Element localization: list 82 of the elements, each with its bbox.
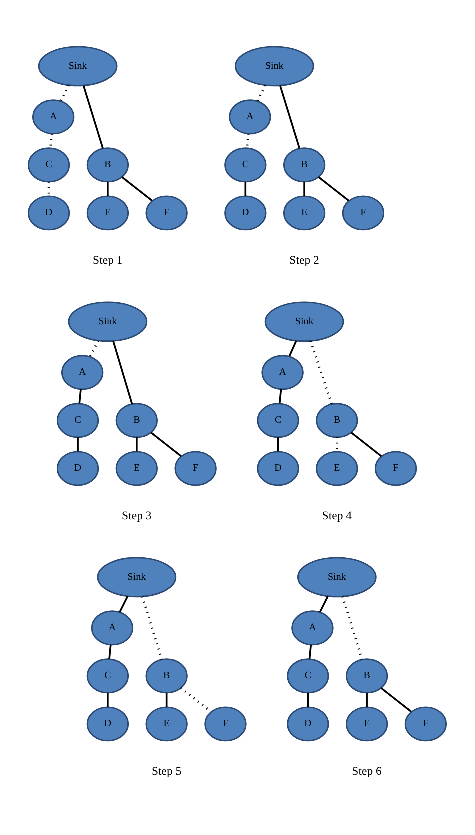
connector <box>60 85 70 102</box>
label: Step 2 <box>290 254 320 267</box>
node-ellipse: A <box>91 610 134 646</box>
connector <box>380 688 412 713</box>
connector <box>119 596 129 613</box>
node-ellipse: F <box>404 706 448 742</box>
node-ellipse: B <box>316 403 358 438</box>
connector <box>142 596 164 660</box>
connector <box>107 182 109 196</box>
node-ellipse: A <box>32 100 75 135</box>
node-ellipse: Sink <box>264 302 344 342</box>
connector <box>277 437 280 452</box>
connector <box>310 340 334 405</box>
connector <box>77 437 79 452</box>
node-ellipse: F <box>374 451 418 486</box>
node-ellipse: Sink <box>38 46 118 87</box>
connector <box>246 134 250 148</box>
node-ellipse: C <box>56 403 100 438</box>
connector <box>256 85 267 102</box>
node-ellipse: F <box>146 196 188 231</box>
node-ellipse: D <box>224 196 267 231</box>
connector <box>89 340 100 358</box>
node-ellipse: E <box>86 196 130 231</box>
node-ellipse: A <box>229 100 272 135</box>
connector <box>166 692 168 708</box>
node-ellipse: B <box>86 148 130 183</box>
node-ellipse: F <box>174 451 217 486</box>
connector <box>244 182 247 196</box>
node-ellipse: C <box>28 148 70 183</box>
label: Step 3 <box>122 509 152 522</box>
node-ellipse: D <box>28 196 70 231</box>
connector <box>122 176 153 202</box>
node-ellipse: D <box>257 451 300 486</box>
node-ellipse: F <box>342 196 385 231</box>
node-ellipse: D <box>287 706 330 742</box>
connector <box>112 341 134 404</box>
node-ellipse: E <box>283 196 326 231</box>
connector <box>288 340 298 357</box>
connector <box>107 692 109 708</box>
node-ellipse: D <box>56 451 100 486</box>
connector <box>82 86 104 150</box>
label: Step 1 <box>93 254 123 267</box>
node-ellipse: Sink <box>97 557 177 598</box>
connector <box>342 596 364 660</box>
node-ellipse: Sink <box>297 557 377 598</box>
node-ellipse: C <box>257 403 300 438</box>
connector <box>308 644 312 660</box>
node-ellipse: A <box>262 355 304 390</box>
connector <box>318 176 350 202</box>
connector <box>279 86 301 150</box>
node-ellipse: C <box>224 148 267 183</box>
label: Step 6 <box>352 764 382 778</box>
node-ellipse: Sink <box>234 46 314 87</box>
node-ellipse: E <box>316 451 358 486</box>
connector <box>278 389 282 404</box>
node-ellipse: A <box>61 355 104 390</box>
node-ellipse: C <box>287 658 330 694</box>
connector <box>304 182 306 196</box>
label: Step 4 <box>322 509 352 522</box>
connector <box>180 687 212 713</box>
node-ellipse: E <box>146 706 188 742</box>
connector <box>307 692 310 708</box>
node-ellipse: F <box>204 706 247 742</box>
connector <box>350 432 382 458</box>
node-ellipse: D <box>86 706 130 742</box>
node-ellipse: E <box>346 706 388 742</box>
node-ellipse: E <box>116 451 158 486</box>
node-ellipse: A <box>292 610 334 646</box>
node-ellipse: B <box>146 658 188 694</box>
connector <box>150 432 182 458</box>
connector <box>136 437 138 452</box>
connector <box>78 389 82 404</box>
node-ellipse: B <box>283 148 326 183</box>
node-ellipse: B <box>346 658 388 694</box>
connector <box>49 134 54 148</box>
label: Step 5 <box>152 764 182 778</box>
connector <box>366 692 368 708</box>
node-ellipse: B <box>116 403 158 438</box>
node-ellipse: Sink <box>68 302 148 342</box>
connector <box>319 596 329 613</box>
node-ellipse: C <box>86 658 130 694</box>
connector <box>108 644 112 660</box>
